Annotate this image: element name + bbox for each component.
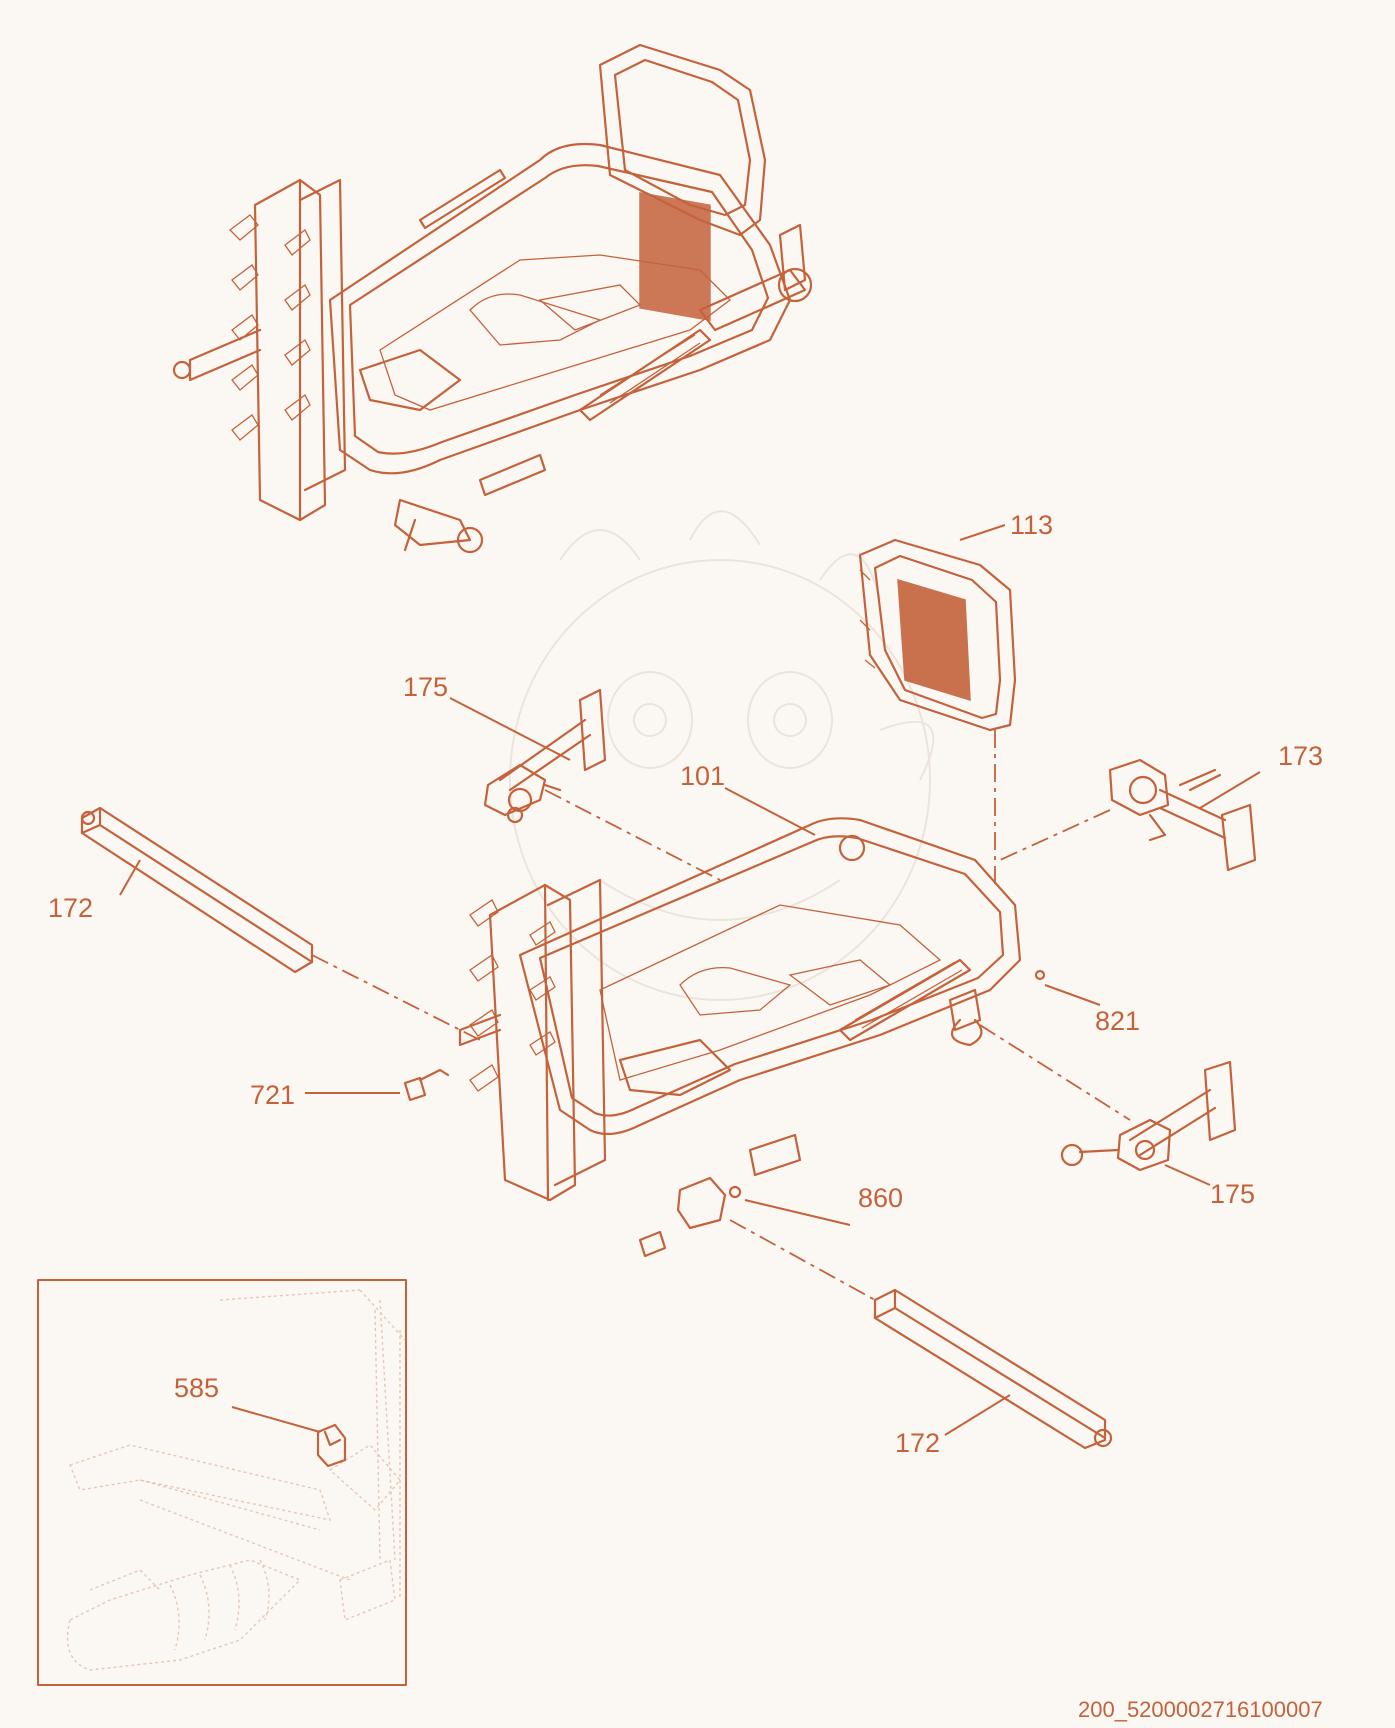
- callout-175-lower: 175: [1210, 1179, 1255, 1209]
- part-721-pin: [403, 1068, 450, 1102]
- part-175-lower-jack: [1060, 1060, 1237, 1172]
- part-172-right-bar: [873, 1288, 1113, 1450]
- callout-173: 173: [1278, 741, 1323, 771]
- part-860-nut: [638, 1185, 742, 1258]
- part-172-left-bar: [80, 806, 314, 974]
- part-101-tub: [458, 817, 1022, 1230]
- part-821-bolt: [1034, 969, 1046, 981]
- callout-172-right: 172: [895, 1428, 940, 1458]
- callout-585: 585: [174, 1373, 219, 1403]
- callout-113: 113: [1010, 510, 1053, 540]
- part-175-upper-jack: [483, 688, 607, 824]
- watermark-figure: [509, 510, 935, 1001]
- part-173-jack: [1108, 758, 1257, 872]
- assembly-lines: [311, 730, 1131, 1301]
- callout-101: 101: [680, 761, 725, 791]
- part-113-panel: [858, 538, 1017, 732]
- inset-detail: [37, 1279, 407, 1686]
- leader-lines: [119, 524, 1261, 1436]
- callout-175-upper: 175: [403, 672, 448, 702]
- drawing-code: 200_5200002716100007: [1078, 1697, 1323, 1722]
- callout-821: 821: [1095, 1006, 1140, 1036]
- callout-721: 721: [250, 1080, 295, 1110]
- assembled-frame: [172, 43, 813, 554]
- callout-labels: 113 175 173 101 172 821 721 175 860 585 …: [48, 510, 1323, 1722]
- callout-860: 860: [858, 1183, 903, 1213]
- callout-172-left: 172: [48, 893, 93, 923]
